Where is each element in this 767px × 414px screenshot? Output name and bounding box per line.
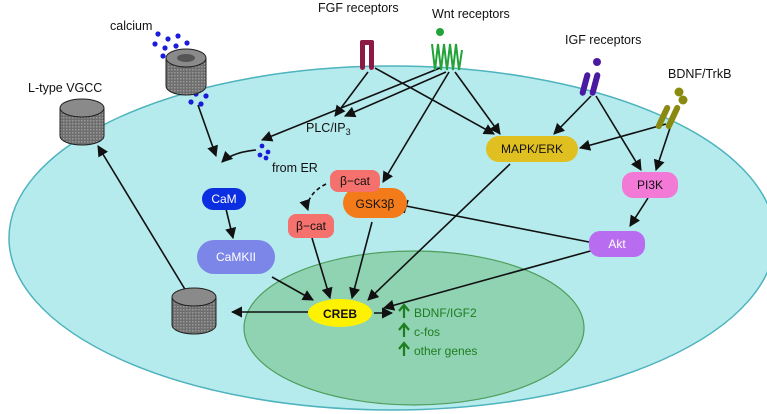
arrow-channel-vgcc xyxy=(97,145,187,292)
calcium-channel xyxy=(165,48,207,96)
gsk3b-node: GSK3β xyxy=(343,188,407,218)
arrow-igf-mapk xyxy=(553,95,592,135)
l-type-vgcc-label: L-type VGCC xyxy=(28,81,102,95)
arrow-wnt-er xyxy=(260,67,441,142)
arrow-channel-cam xyxy=(197,104,218,158)
target-genes: BDNF/IGF2 c-fos other genes xyxy=(398,303,477,358)
arrow-bdnf-pi3k xyxy=(653,127,671,172)
beta-cat-node-upper: β−cat xyxy=(330,170,380,192)
mapk-erk-node: MAPK/ERK xyxy=(486,136,578,162)
arrow-igf-pi3k xyxy=(595,95,642,171)
beta-cat-node-lower: β−cat xyxy=(288,214,334,238)
fgf-receptors-label: FGF receptors xyxy=(318,1,399,15)
fgf-receptor-icon xyxy=(360,40,374,70)
pathway-arrows xyxy=(97,67,671,319)
bdnf-trkb-icon xyxy=(655,87,688,130)
wnt-receptors-label: Wnt receptors xyxy=(432,7,510,21)
arrow-wnt-plc xyxy=(343,71,447,118)
igf-receptors-label: IGF receptors xyxy=(565,33,641,47)
akt-node: Akt xyxy=(589,231,645,257)
svg-text:CREB: CREB xyxy=(323,307,357,321)
from-er-label: from ER xyxy=(272,161,318,175)
arrow-bcat-creb xyxy=(311,237,333,300)
plc-ip3-label: PLC/IP3 xyxy=(306,121,351,137)
cam-node: CaM xyxy=(202,188,246,210)
bdnf-trkb-label: BDNF/TrkB xyxy=(668,67,731,81)
up-arrow-icon xyxy=(398,303,410,318)
arrow-bdnf-mapk xyxy=(578,123,667,151)
svg-text:other genes: other genes xyxy=(414,344,477,358)
svg-text:PI3K: PI3K xyxy=(637,178,663,192)
arrow-wnt-gsk xyxy=(382,71,450,183)
svg-text:CaM: CaM xyxy=(211,192,236,206)
arrow-pi3k-akt xyxy=(629,197,649,227)
svg-text:GSK3β: GSK3β xyxy=(356,197,395,211)
arrow-wnt-mapk xyxy=(454,71,501,135)
svg-text:BDNF/IGF2: BDNF/IGF2 xyxy=(414,306,477,320)
target-item: c-fos xyxy=(398,322,440,339)
arrow-akt-creb xyxy=(382,249,595,311)
wnt-receptor-icon xyxy=(431,28,463,71)
arrow-fgf-mapk xyxy=(374,67,495,135)
svg-text:c-fos: c-fos xyxy=(414,325,440,339)
l-type-vgcc-channel xyxy=(59,98,105,146)
arrow-er-cam xyxy=(221,149,257,163)
target-item: BDNF/IGF2 xyxy=(398,303,477,320)
svg-text:MAPK/ERK: MAPK/ERK xyxy=(501,142,563,156)
arrow-gsk-creb xyxy=(349,221,373,300)
camkii-node: CaMKII xyxy=(197,240,275,274)
pi3k-node: PI3K xyxy=(622,172,678,198)
arrow-camkii-creb xyxy=(271,276,314,301)
svg-text:β−cat: β−cat xyxy=(296,219,327,233)
up-arrow-icon xyxy=(398,341,410,356)
arrow-mapk-creb xyxy=(367,163,511,301)
igf-receptor-icon xyxy=(579,58,601,96)
arrow-cam-camkii xyxy=(225,208,237,240)
svg-text:Akt: Akt xyxy=(608,237,626,251)
svg-text:CaMKII: CaMKII xyxy=(216,250,256,264)
calcium-label: calcium xyxy=(110,19,152,33)
target-item: other genes xyxy=(398,341,477,358)
arrow-bcat-translocate xyxy=(299,183,327,212)
up-arrow-icon xyxy=(398,322,410,337)
creb-node: CREB xyxy=(308,299,372,327)
svg-text:β−cat: β−cat xyxy=(340,174,371,188)
new-channel xyxy=(171,287,217,335)
inhibit-akt-gsk xyxy=(405,205,590,243)
